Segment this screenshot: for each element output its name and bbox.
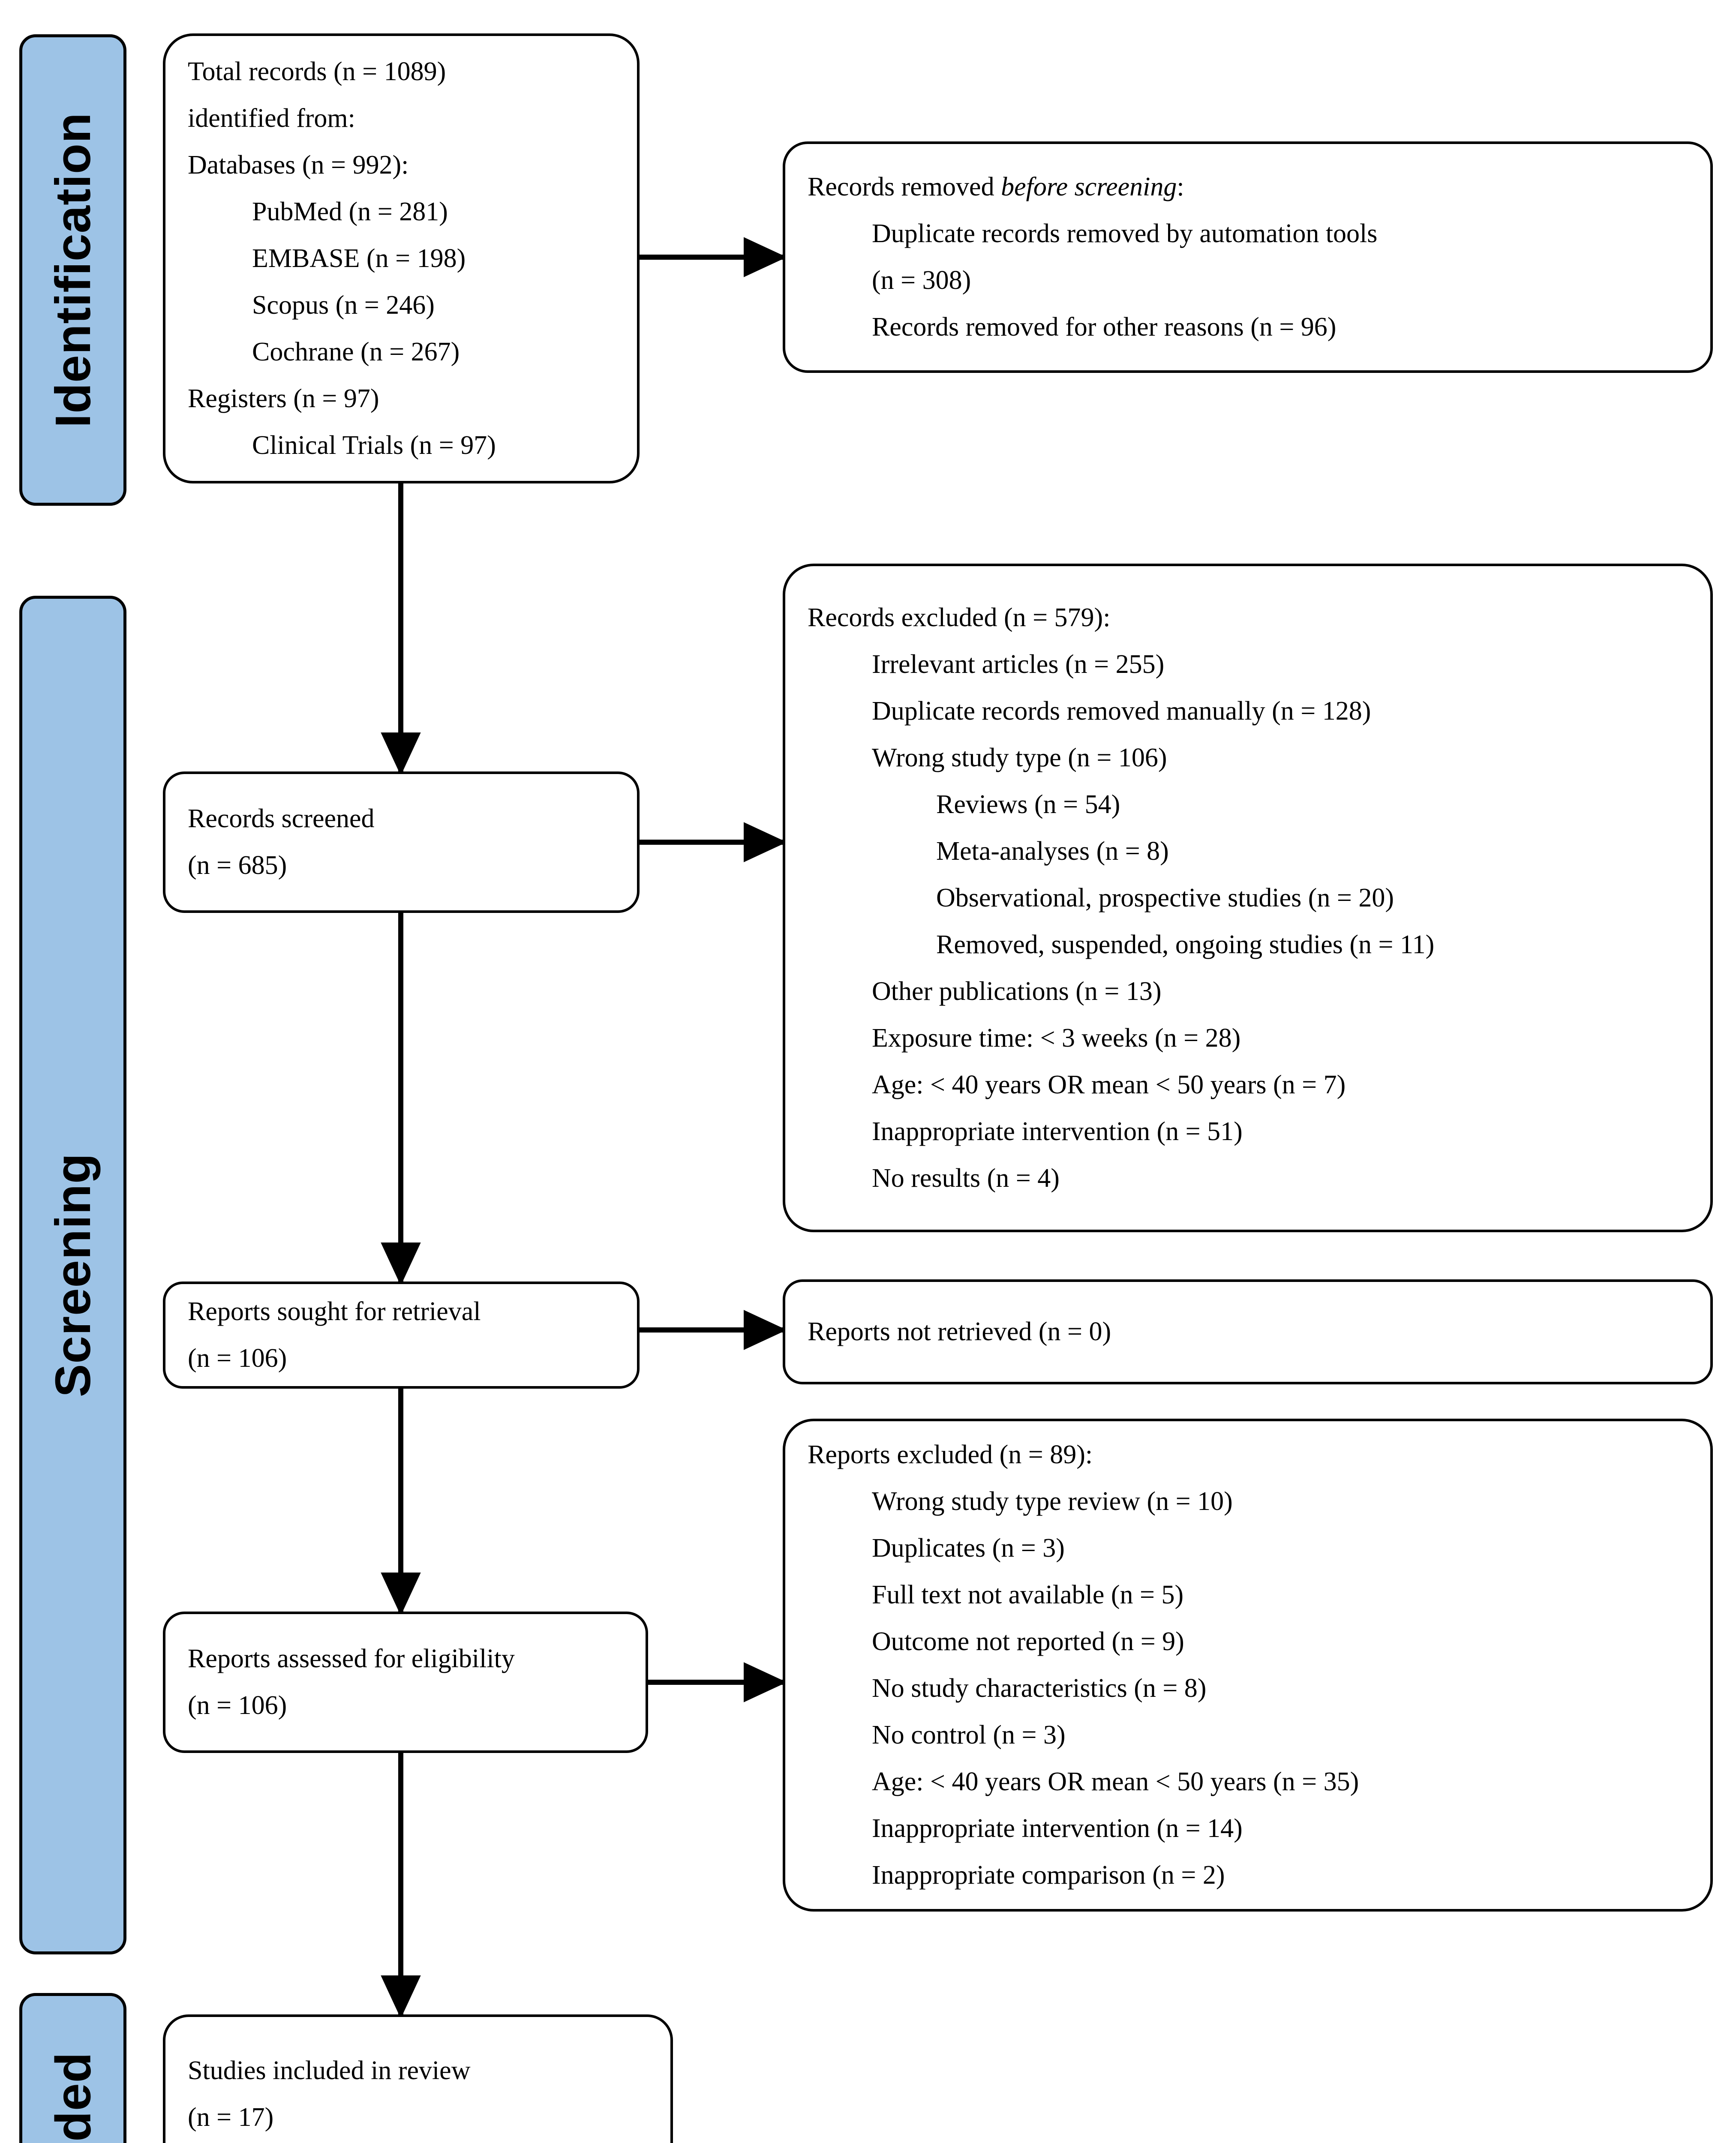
flow-line: No control (n = 3) — [872, 1720, 1066, 1750]
flow-line: Wrong study type (n = 106) — [872, 743, 1167, 772]
flow-line: PubMed (n = 281) — [252, 197, 448, 226]
flow-line: Registers (n = 97) — [188, 384, 379, 413]
box-reports-sought-lines: Reports sought for retrieval (n = 106) — [165, 1288, 637, 1382]
flow-line: (n = 17) — [188, 2103, 274, 2132]
flow-line: Reports assessed for eligibility — [188, 1644, 515, 1673]
flow-line: Outcome not reported (n = 9) — [872, 1627, 1184, 1656]
stage-bar-screening: Screening — [19, 596, 126, 1954]
stage-bar-identification: Identification — [19, 34, 126, 506]
box-reports-not-retrieved[interactable]: Reports not retrieved (n = 0) — [783, 1279, 1713, 1384]
box-studies-included[interactable]: Studies included in review (n = 17) Studie… — [163, 2014, 673, 2143]
flow-line: (n = 106) — [188, 1691, 287, 1720]
box-reports-excluded[interactable]: Reports excluded (n = 89): Wrong study ty… — [783, 1419, 1713, 1912]
flow-line: Reviews (n = 54) — [936, 789, 1120, 819]
flow-line: Records removed before screening: — [808, 172, 1184, 201]
flow-line: Records screened — [188, 804, 375, 833]
flow-line: Inappropriate intervention (n = 14) — [872, 1814, 1243, 1843]
flow-line: Scopus (n = 246) — [252, 290, 435, 320]
flow-line: Studies included in meta- — [188, 2141, 648, 2143]
flow-line: Inappropriate intervention (n = 51) — [872, 1117, 1243, 1146]
flow-line: No results (n = 4) — [872, 1163, 1060, 1193]
box-studies-included-lines: Studies included in review (n = 17) Studie… — [165, 2047, 670, 2143]
flow-line: Records excluded (n = 579): — [808, 603, 1111, 632]
flow-line: (n = 106) — [188, 1344, 287, 1373]
box-reports-excluded-lines: Reports excluded (n = 89): Wrong study ty… — [785, 1432, 1710, 1899]
flow-line: Observational, prospective studies (n = … — [936, 883, 1394, 912]
box-records-removed-before-screening[interactable]: Records removed before screening: Duplica… — [783, 141, 1713, 373]
box-identification-records[interactable]: Total records (n = 1089) identified from:… — [163, 33, 640, 483]
box-reports-assessed[interactable]: Reports assessed for eligibility (n = 106… — [163, 1612, 648, 1753]
box-records-screened[interactable]: Records screened (n = 685) — [163, 771, 640, 913]
flow-line: Total records (n = 1089) — [188, 57, 446, 86]
flow-line: No study characteristics (n = 8) — [872, 1674, 1207, 1703]
flow-line: Duplicates (n = 3) — [872, 1534, 1065, 1563]
flow-line: Duplicate records removed by automation … — [872, 219, 1378, 248]
flow-line: Databases (n = 992): — [188, 150, 409, 180]
flow-line: Reports not retrieved (n = 0) — [808, 1317, 1111, 1346]
stage-label-screening: Screening — [45, 1153, 101, 1397]
box-records-screened-lines: Records screened (n = 685) — [165, 795, 637, 889]
flow-line: Duplicate records removed manually (n = … — [872, 696, 1371, 726]
flow-line: Reports excluded (n = 89): — [808, 1440, 1093, 1469]
flow-line: identified from: — [188, 103, 355, 133]
flow-line: Removed, suspended, ongoing studies (n =… — [936, 930, 1435, 959]
flow-line: Age: < 40 years OR mean < 50 years (n = … — [872, 1767, 1359, 1796]
flow-line: Other publications (n = 13) — [872, 976, 1162, 1006]
flow-line: Irrelevant articles (n = 255) — [872, 649, 1165, 679]
flow-line: Full text not available (n = 5) — [872, 1580, 1184, 1609]
box-reports-assessed-lines: Reports assessed for eligibility (n = 106… — [165, 1636, 646, 1729]
flow-line-emphasis: before screening — [1001, 172, 1177, 201]
flow-line: Age: < 40 years OR mean < 50 years (n = … — [872, 1070, 1346, 1099]
flow-line: Studies included in review — [188, 2056, 471, 2085]
box-records-excluded[interactable]: Records excluded (n = 579): Irrelevant ar… — [783, 564, 1713, 1232]
box-reports-not-retrieved-lines: Reports not retrieved (n = 0) — [785, 1309, 1710, 1355]
stage-bar-included: Included — [19, 1993, 126, 2143]
flow-line: Cochrane (n = 267) — [252, 337, 460, 366]
flow-line: Records removed for other reasons (n = 9… — [872, 312, 1337, 342]
flow-line: (n = 308) — [872, 266, 971, 295]
flow-line: EMBASE (n = 198) — [252, 243, 466, 273]
flow-line: Exposure time: < 3 weeks (n = 28) — [872, 1023, 1241, 1053]
flow-line: Reports sought for retrieval — [188, 1297, 481, 1326]
box-reports-sought[interactable]: Reports sought for retrieval (n = 106) — [163, 1282, 640, 1389]
flow-line: Meta-analyses (n = 8) — [936, 836, 1169, 866]
flow-line: Clinical Trials (n = 97) — [252, 430, 496, 460]
stage-label-included: Included — [44, 2052, 102, 2143]
stage-label-identification: Identification — [45, 112, 101, 428]
flow-line: Wrong study type review (n = 10) — [872, 1487, 1233, 1516]
flow-line: Inappropriate comparison (n = 2) — [872, 1861, 1225, 1890]
box-identification-records-lines: Total records (n = 1089) identified from:… — [165, 48, 637, 469]
box-records-excluded-lines: Records excluded (n = 579): Irrelevant ar… — [785, 594, 1710, 1202]
flow-line: (n = 685) — [188, 851, 287, 880]
box-records-removed-lines: Records removed before screening: Duplica… — [785, 164, 1710, 351]
